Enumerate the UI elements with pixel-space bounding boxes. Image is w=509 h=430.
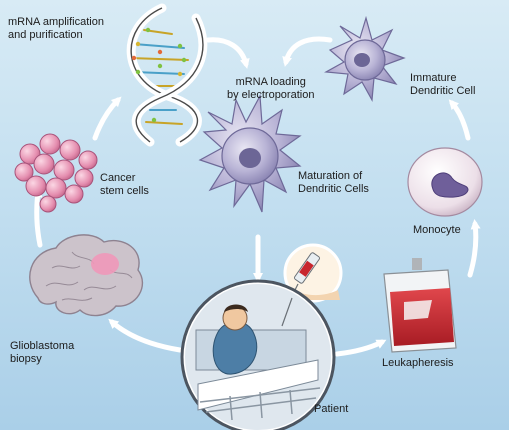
label-patient: Patient bbox=[314, 403, 348, 416]
label-maturation-of-dendritic-cells: Maturation of Dendritic Cells bbox=[298, 170, 369, 196]
arrow-patient-to-brain bbox=[108, 318, 183, 353]
label-maturation-line2: Dendritic Cells bbox=[298, 183, 369, 195]
label-glioblastoma-line1: Glioblastoma bbox=[10, 340, 75, 352]
label-glioblastoma-line2: biopsy bbox=[10, 353, 42, 365]
label-mrna-amplification-line2: and purification bbox=[8, 29, 83, 41]
arrow-patient-to-bag bbox=[334, 339, 387, 357]
label-mrna-loading-line2: by electroporation bbox=[227, 89, 315, 101]
label-immature-dc-line1: Immature bbox=[410, 72, 457, 84]
label-mrna-loading: mRNA loading by electroporation bbox=[227, 76, 314, 102]
label-cancer-stem-cells: Cancer stem cells bbox=[100, 172, 149, 198]
label-cancer-stem-line2: stem cells bbox=[100, 185, 149, 197]
immature-dendritic-cell-illustration bbox=[324, 15, 406, 102]
label-monocyte: Monocyte bbox=[413, 224, 461, 237]
label-maturation-line1: Maturation of bbox=[298, 170, 363, 182]
brain-illustration bbox=[29, 234, 144, 317]
arrow-cancer-to-dna bbox=[92, 96, 122, 141]
label-leukapheresis-text: Leukapheresis bbox=[382, 357, 454, 369]
label-glioblastoma-biopsy: Glioblastoma biopsy bbox=[10, 340, 74, 366]
arrow-bag-to-monocyte bbox=[467, 219, 481, 278]
label-mrna-amplification-line1: mRNA amplification bbox=[8, 16, 104, 28]
label-patient-text: Patient bbox=[314, 403, 349, 415]
arrow-immature-to-loading bbox=[282, 36, 333, 67]
dna-helix-illustration bbox=[126, 3, 208, 147]
cancer-stem-cells-illustration bbox=[14, 133, 98, 213]
label-mrna-amplification: mRNA amplification and purification bbox=[8, 16, 104, 42]
label-cancer-stem-line1: Cancer bbox=[100, 172, 136, 184]
blood-bag-illustration bbox=[383, 258, 457, 353]
arrow-brain-to-cancer bbox=[32, 187, 43, 248]
arrow-dna-to-loading bbox=[205, 37, 250, 69]
mature-dendritic-cell-illustration bbox=[198, 93, 302, 213]
label-leukapheresis: Leukapheresis bbox=[382, 357, 454, 370]
label-immature-dc-line2: Dendritic Cell bbox=[410, 85, 476, 97]
label-immature-dendritic-cell: Immature Dendritic Cell bbox=[410, 72, 475, 98]
label-mrna-loading-line1: mRNA loading bbox=[235, 76, 306, 88]
label-monocyte-text: Monocyte bbox=[413, 224, 461, 236]
arrow-monocyte-to-immature bbox=[448, 99, 471, 141]
cycle-arrows bbox=[32, 36, 481, 357]
patient-illustration bbox=[180, 279, 336, 430]
monocyte-illustration bbox=[407, 147, 483, 217]
